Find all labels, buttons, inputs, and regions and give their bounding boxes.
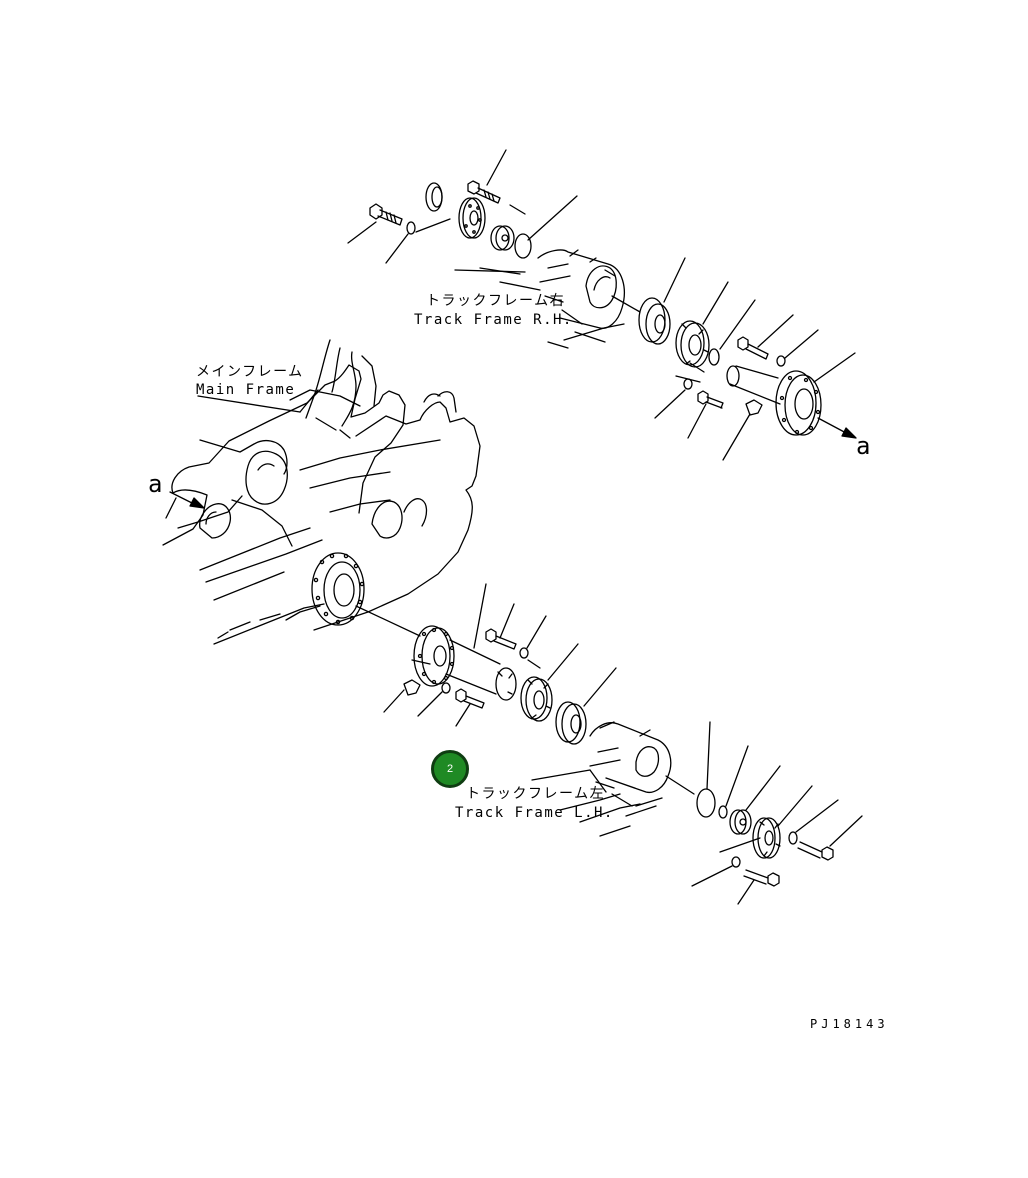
- main-frame-mount-flange: [311, 552, 365, 626]
- track-frame-lh-label-jp: トラックフレーム左: [466, 786, 606, 802]
- flange-plate-rh: [458, 197, 486, 239]
- seal-rh: [425, 182, 443, 212]
- bolt-rh-4: [697, 390, 724, 409]
- main-frame-label-en: Main Frame: [196, 382, 296, 398]
- reference-mark-a-right: a: [856, 432, 871, 460]
- bolt-lh-1: [485, 628, 517, 650]
- track-frame-rh-label-en: Track Frame R.H.: [414, 312, 573, 328]
- reference-mark-a-left: a: [148, 470, 163, 498]
- track-frame-rh-assembly: [347, 149, 857, 461]
- callout-badge-2[interactable]: 2: [431, 750, 469, 788]
- callout-badge-number: 2: [446, 763, 454, 775]
- retainer-rh: [675, 320, 710, 368]
- bolt-rh-3: [737, 336, 769, 360]
- track-frame-rh-body: [479, 249, 625, 349]
- drawing-code: PJ18143: [810, 1017, 889, 1031]
- bolt-lh-2: [455, 688, 485, 709]
- track-frame-lh-label-en: Track Frame L.H.: [455, 805, 614, 821]
- pivot-shaft-rh: [726, 365, 822, 436]
- grease-fitting-lh: [403, 679, 421, 696]
- splined-hub-rh: [490, 225, 515, 251]
- seal-rh-large: [638, 297, 671, 345]
- track-frame-rh-label-jp: トラックフレーム右: [426, 293, 566, 309]
- bolt-rh-2: [467, 180, 501, 204]
- o-ring-lh: [696, 788, 716, 818]
- bolt-lh-3: [797, 841, 834, 861]
- bolt-lh-4: [743, 869, 780, 887]
- o-ring-rh: [514, 233, 532, 259]
- splined-hub-lh: [729, 809, 752, 835]
- seal-lh-large: [555, 701, 587, 745]
- main-frame: [162, 339, 481, 645]
- track-frame-lh-assembly: [355, 583, 863, 905]
- retainer-lh: [520, 676, 553, 722]
- grease-fitting-rh: [745, 399, 763, 416]
- bolt-rh-1: [369, 203, 403, 226]
- main-frame-label-jp: メインフレーム: [196, 364, 304, 380]
- pivot-shaft-lh: [413, 625, 517, 701]
- flange-plate-lh: [752, 817, 781, 859]
- track-frame-lh-body: [559, 721, 672, 837]
